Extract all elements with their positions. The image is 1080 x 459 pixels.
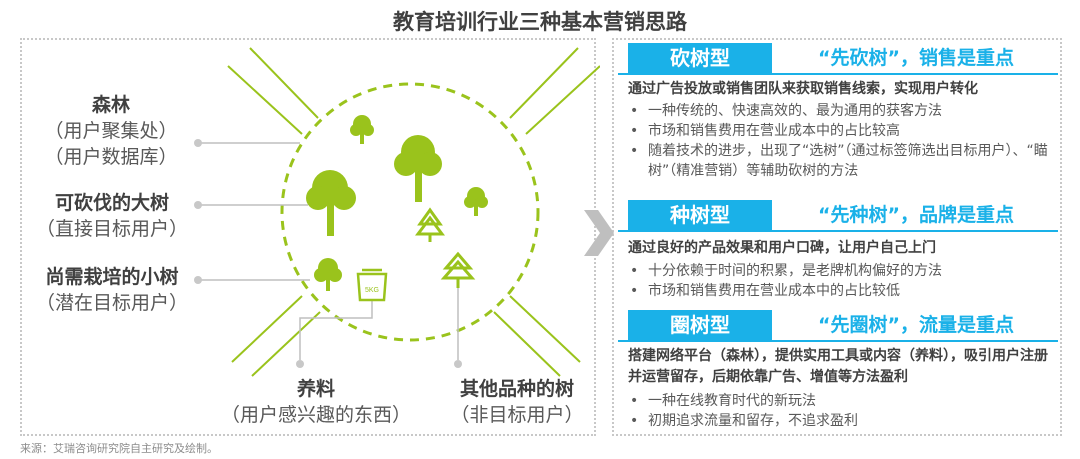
label-big-tree-line: （直接目标用户） [35, 218, 188, 240]
label-forest: 森林 （用户聚集处） （用户数据库） [26, 92, 196, 170]
section-enclose: 圈树型 “先圈树”，流量是重点 搭建网络平台（森林），提供实用工具或内容（养料）… [618, 310, 1060, 436]
leader-dot [454, 360, 462, 368]
small-tree-icon [464, 187, 488, 216]
guide-line [525, 65, 600, 135]
bullet-item: 市场和销售费用在营业成本中的占比较低 [628, 281, 1058, 301]
bullet-item: 一种传统的、快速高效的、最为通用的获客方法 [628, 101, 1058, 121]
section-lead: 搭建网络平台（森林），提供实用工具或内容（养料），吸引用户注册并运营留存，后期依… [628, 348, 1048, 385]
section-bullets: 一种在线教育时代的新玩法 初期追求流量和留存，不追求盈利 [628, 391, 1058, 431]
section-tag: 种树型 [628, 200, 772, 230]
small-tree-icon [350, 115, 374, 144]
fertilizer-bag-icon: 5KG [356, 268, 388, 302]
strategies-panel [612, 38, 1062, 436]
small-tree-icon [314, 258, 342, 291]
section-lead: 通过良好的产品效果和用户口碑，让用户自己上门 [628, 240, 936, 256]
section-plant: 种树型 “先种树”，品牌是重点 通过良好的产品效果和用户口碑，让用户自己上门 十… [618, 200, 1060, 304]
guide-line [493, 311, 561, 377]
bullet-item: 一种在线教育时代的新玩法 [628, 391, 1058, 411]
guide-line [251, 311, 321, 377]
bullet-item: 十分依赖于时间的积累，是老牌机构偏好的方法 [628, 261, 1058, 281]
chevron-right-icon [584, 210, 614, 256]
section-slogan: “先砍树”，销售是重点 [774, 43, 1058, 73]
guide-line [509, 295, 581, 363]
leader-dot [194, 139, 202, 147]
guide-lines [227, 47, 600, 377]
section-slogan: “先圈树”，流量是重点 [774, 310, 1058, 340]
section-rule [618, 73, 1058, 75]
section-chop: 砍树型 “先砍树”，销售是重点 通过广告投放或销售团队来获取销售线索，实现用户转… [618, 43, 1060, 193]
label-forest-head: 森林 [91, 94, 130, 116]
label-other-tree: 其他品种的树 （非目标用户） [436, 376, 598, 428]
big-tree-icon [394, 135, 442, 202]
section-rule [618, 230, 1058, 232]
guide-line [509, 47, 579, 119]
forest-circle [280, 82, 540, 342]
guide-line [227, 65, 303, 135]
forest-diagram: 5KG [194, 47, 600, 377]
page-title: 教育培训行业三种基本营销思路 [393, 10, 687, 34]
leader-line-fertilizer [299, 300, 373, 360]
section-slogan: “先种树”，品牌是重点 [774, 200, 1058, 230]
big-tree-icon [306, 170, 356, 236]
section-rule [618, 340, 1058, 342]
label-fertilizer: 养料 （用户感兴趣的东西） [204, 376, 428, 428]
guide-line [231, 295, 303, 363]
leader-lines [198, 142, 459, 360]
bullet-item: 市场和销售费用在营业成本中的占比较高 [628, 121, 1058, 141]
pine-tree-icon [415, 207, 445, 242]
diagram-panel [20, 38, 596, 436]
leader-dot [296, 360, 304, 368]
label-other-tree-head: 其他品种的树 [459, 378, 574, 400]
section-tag: 砍树型 [628, 43, 772, 73]
leader-dots [194, 139, 462, 368]
section-bullets: 十分依赖于时间的积累，是老牌机构偏好的方法 市场和销售费用在营业成本中的占比较低 [628, 261, 1058, 301]
bullet-item: 初期追求流量和留存，不追求盈利 [628, 411, 1058, 431]
leader-dot [194, 201, 202, 209]
label-big-tree-head: 可砍伐的大树 [54, 192, 169, 214]
label-small-tree-line: （潜在目标用户） [35, 292, 188, 314]
leader-dot [194, 276, 202, 284]
bullet-item: 随着技术的进步，出现了“选树”（通过标签筛选出目标用户）、“瞄树”（精准营销）等… [628, 141, 1058, 181]
guide-line [249, 47, 319, 119]
section-bullets: 一种传统的、快速高效的、最为通用的获客方法 市场和销售费用在营业成本中的占比较高… [628, 101, 1058, 181]
label-big-tree: 可砍伐的大树 （直接目标用户） [22, 190, 202, 242]
pine-tree-icon [440, 251, 476, 288]
label-other-tree-line: （非目标用户） [450, 404, 584, 426]
label-forest-line: （用户数据库） [44, 146, 178, 168]
source-note: 来源：艾瑞咨询研究院自主研究及绘制。 [20, 442, 218, 455]
bag-label: 5KG [365, 287, 379, 294]
label-small-tree-head: 尚需栽培的小树 [45, 266, 179, 288]
label-forest-line: （用户聚集处） [44, 120, 178, 142]
label-small-tree: 尚需栽培的小树 （潜在目标用户） [22, 264, 202, 316]
section-tag: 圈树型 [628, 310, 772, 340]
label-fertilizer-head: 养料 [296, 378, 335, 400]
label-fertilizer-line: （用户感兴趣的东西） [220, 404, 411, 426]
section-lead: 通过广告投放或销售团队来获取销售线索，实现用户转化 [628, 81, 978, 97]
